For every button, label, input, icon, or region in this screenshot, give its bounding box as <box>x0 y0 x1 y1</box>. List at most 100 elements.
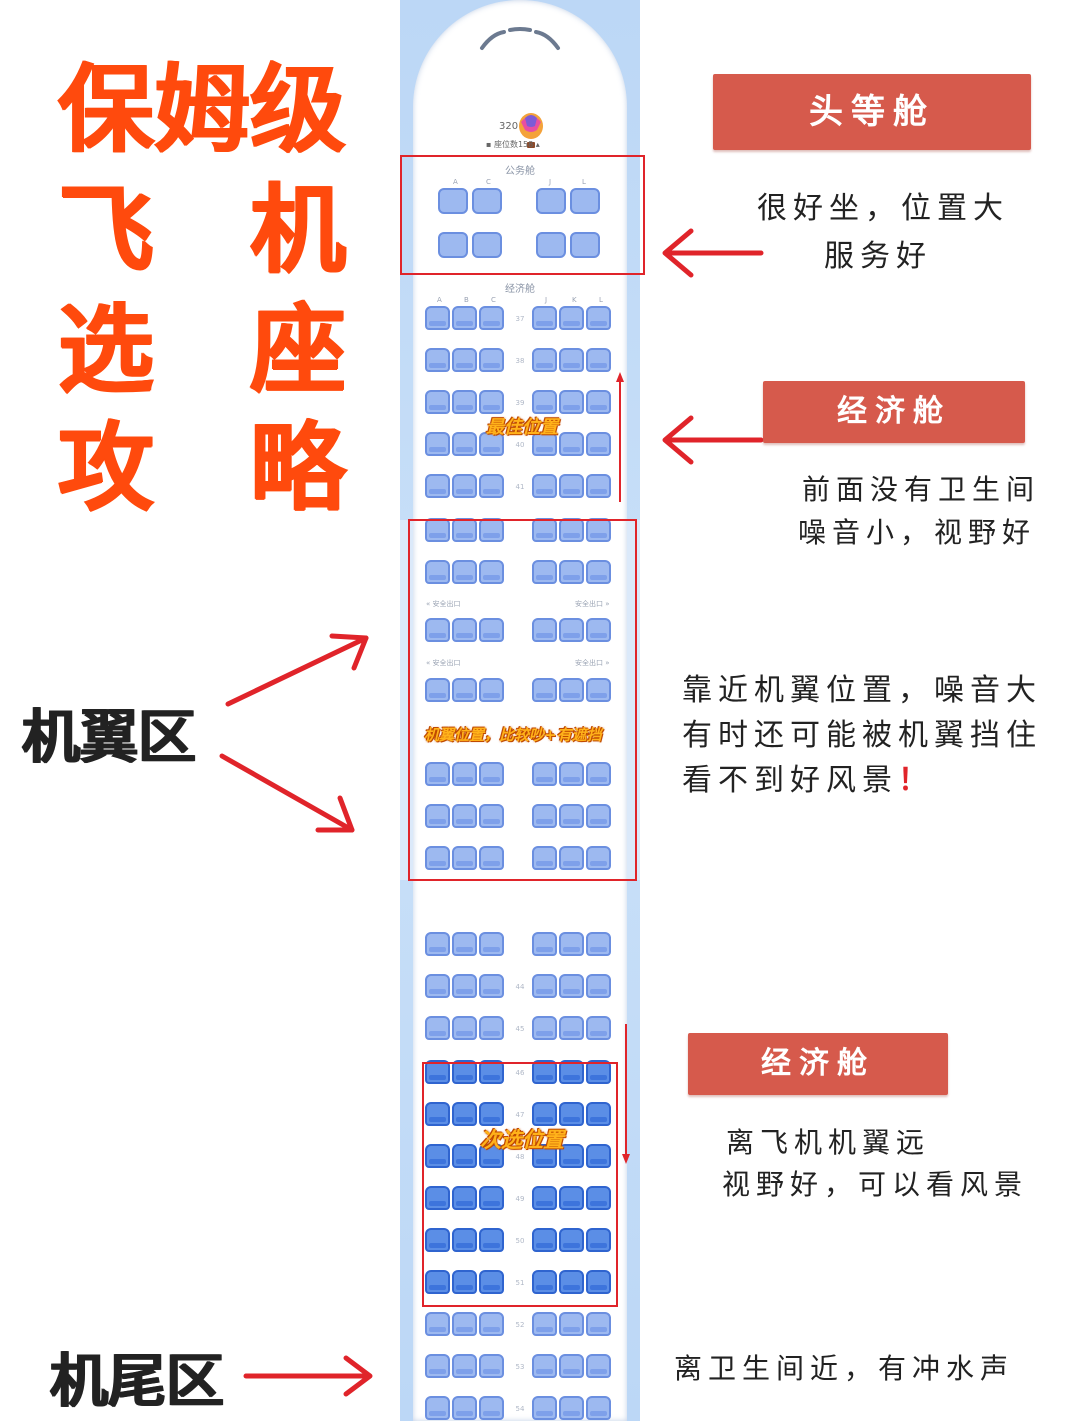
economy-seat[interactable] <box>452 618 477 642</box>
economy-seat[interactable] <box>425 1060 450 1084</box>
economy-seat[interactable] <box>425 348 450 372</box>
economy-seat[interactable] <box>425 1228 450 1252</box>
economy-seat[interactable] <box>452 1396 477 1420</box>
business-seat[interactable] <box>570 188 600 214</box>
economy-seat[interactable] <box>425 1270 450 1294</box>
economy-seat[interactable] <box>452 474 477 498</box>
economy-seat[interactable] <box>559 1186 584 1210</box>
economy-seat[interactable] <box>425 974 450 998</box>
economy-seat[interactable] <box>586 762 611 786</box>
economy-seat[interactable] <box>479 678 504 702</box>
economy-seat[interactable] <box>479 1354 504 1378</box>
economy-seat[interactable] <box>425 1396 450 1420</box>
economy-seat[interactable] <box>532 1016 557 1040</box>
economy-seat[interactable] <box>559 432 584 456</box>
economy-seat[interactable] <box>559 762 584 786</box>
economy-seat[interactable] <box>452 560 477 584</box>
economy-seat[interactable] <box>479 846 504 870</box>
economy-seat[interactable] <box>425 1016 450 1040</box>
economy-seat[interactable] <box>425 762 450 786</box>
economy-seat[interactable] <box>559 846 584 870</box>
economy-seat[interactable] <box>586 932 611 956</box>
economy-seat[interactable] <box>452 518 477 542</box>
economy-seat[interactable] <box>479 762 504 786</box>
economy-seat[interactable] <box>479 348 504 372</box>
economy-seat[interactable] <box>586 1270 611 1294</box>
economy-seat[interactable] <box>586 1354 611 1378</box>
economy-seat[interactable] <box>586 1060 611 1084</box>
economy-seat[interactable] <box>452 306 477 330</box>
business-seat[interactable] <box>438 232 468 258</box>
economy-seat[interactable] <box>452 974 477 998</box>
economy-seat[interactable] <box>452 1060 477 1084</box>
economy-seat[interactable] <box>559 618 584 642</box>
economy-seat[interactable] <box>452 804 477 828</box>
economy-seat[interactable] <box>586 1016 611 1040</box>
economy-seat[interactable] <box>425 1144 450 1168</box>
economy-seat[interactable] <box>586 518 611 542</box>
economy-seat[interactable] <box>425 1312 450 1336</box>
economy-seat[interactable] <box>559 678 584 702</box>
economy-seat[interactable] <box>452 1144 477 1168</box>
economy-seat[interactable] <box>532 1186 557 1210</box>
economy-seat[interactable] <box>532 762 557 786</box>
economy-seat[interactable] <box>479 804 504 828</box>
economy-seat[interactable] <box>425 678 450 702</box>
economy-seat[interactable] <box>586 974 611 998</box>
economy-seat[interactable] <box>559 390 584 414</box>
economy-seat[interactable] <box>479 390 504 414</box>
economy-seat[interactable] <box>425 932 450 956</box>
economy-seat[interactable] <box>586 804 611 828</box>
economy-seat[interactable] <box>559 1354 584 1378</box>
economy-seat[interactable] <box>479 474 504 498</box>
economy-seat[interactable] <box>559 474 584 498</box>
economy-seat[interactable] <box>532 974 557 998</box>
business-seat[interactable] <box>536 232 566 258</box>
economy-seat[interactable] <box>425 618 450 642</box>
economy-seat[interactable] <box>586 560 611 584</box>
economy-seat[interactable] <box>532 1144 557 1168</box>
economy-seat[interactable] <box>586 1102 611 1126</box>
economy-seat[interactable] <box>559 1102 584 1126</box>
economy-seat[interactable] <box>532 1060 557 1084</box>
business-seat[interactable] <box>472 188 502 214</box>
economy-seat[interactable] <box>559 1396 584 1420</box>
economy-seat[interactable] <box>532 1228 557 1252</box>
economy-seat[interactable] <box>532 1312 557 1336</box>
economy-seat[interactable] <box>452 678 477 702</box>
economy-seat[interactable] <box>425 804 450 828</box>
economy-seat[interactable] <box>452 1312 477 1336</box>
economy-seat[interactable] <box>479 1312 504 1336</box>
economy-seat[interactable] <box>586 618 611 642</box>
economy-seat[interactable] <box>586 306 611 330</box>
economy-seat[interactable] <box>559 1016 584 1040</box>
economy-seat[interactable] <box>586 1312 611 1336</box>
economy-seat[interactable] <box>452 1016 477 1040</box>
economy-seat[interactable] <box>532 432 557 456</box>
economy-seat[interactable] <box>479 1016 504 1040</box>
economy-seat[interactable] <box>425 390 450 414</box>
economy-seat[interactable] <box>559 1144 584 1168</box>
economy-seat[interactable] <box>479 1270 504 1294</box>
economy-seat[interactable] <box>452 846 477 870</box>
business-seat[interactable] <box>472 232 502 258</box>
economy-seat[interactable] <box>479 1144 504 1168</box>
economy-seat[interactable] <box>586 1144 611 1168</box>
economy-seat[interactable] <box>452 932 477 956</box>
economy-seat[interactable] <box>586 1396 611 1420</box>
economy-seat[interactable] <box>532 560 557 584</box>
economy-seat[interactable] <box>452 1102 477 1126</box>
economy-seat[interactable] <box>532 1354 557 1378</box>
economy-seat[interactable] <box>425 432 450 456</box>
economy-seat[interactable] <box>479 306 504 330</box>
economy-seat[interactable] <box>559 518 584 542</box>
economy-seat[interactable] <box>479 974 504 998</box>
economy-seat[interactable] <box>559 1312 584 1336</box>
economy-seat[interactable] <box>452 348 477 372</box>
economy-seat[interactable] <box>559 974 584 998</box>
economy-seat[interactable] <box>452 390 477 414</box>
economy-seat[interactable] <box>586 390 611 414</box>
economy-seat[interactable] <box>532 1396 557 1420</box>
economy-seat[interactable] <box>532 1102 557 1126</box>
economy-seat[interactable] <box>425 474 450 498</box>
